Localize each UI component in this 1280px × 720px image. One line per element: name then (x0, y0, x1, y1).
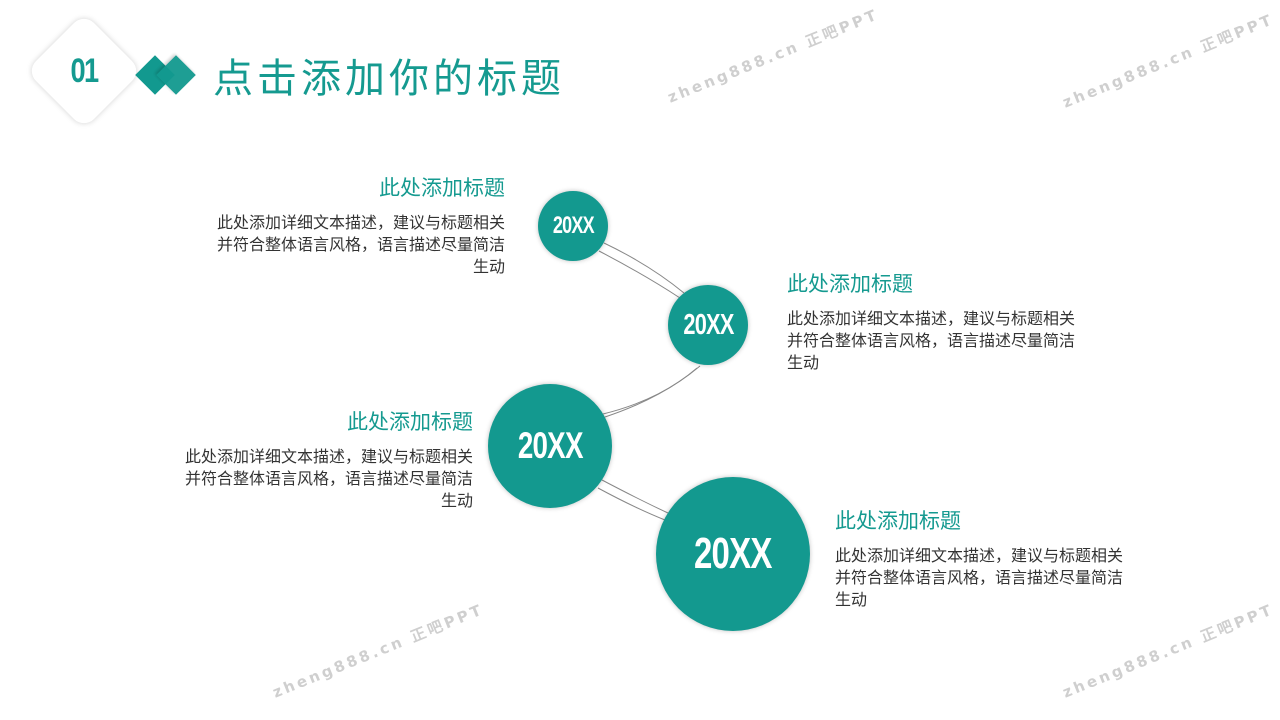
year-circle-4: 20XX (656, 477, 810, 631)
page-title: 点击添加你的标题 (213, 56, 565, 102)
block-description: 此处添加详细文本描述，建议与标题相关并符合整体语言风格，语言描述尽量简洁生动 (787, 309, 1076, 372)
year-circle-3: 20XX (488, 384, 612, 508)
section-number: 01 (70, 52, 99, 90)
block-title: 此处添加标题 (835, 509, 961, 533)
block-description: 此处添加详细文本描述，建议与标题相关并符合整体语言风格，语言描述尽量简洁生动 (835, 546, 1124, 609)
block-title: 此处添加标题 (787, 272, 913, 296)
block-title: 此处添加标题 (347, 410, 473, 434)
text-block-2: 此处添加标题 此处添加详细文本描述，建议与标题相关并符合整体语言风格，语言描述尽… (787, 268, 1077, 374)
block-description: 此处添加详细文本描述，建议与标题相关并符合整体语言风格，语言描述尽量简洁生动 (184, 447, 473, 510)
text-block-4: 此处添加标题 此处添加详细文本描述，建议与标题相关并符合整体语言风格，语言描述尽… (835, 505, 1125, 611)
year-circle-2: 20XX (668, 285, 748, 365)
block-description: 此处添加详细文本描述，建议与标题相关并符合整体语言风格，语言描述尽量简洁生动 (216, 213, 505, 276)
block-title: 此处添加标题 (379, 176, 505, 200)
text-block-3: 此处添加标题 此处添加详细文本描述，建议与标题相关并符合整体语言风格，语言描述尽… (183, 406, 473, 512)
year-circle-1: 20XX (538, 191, 608, 261)
text-block-1: 此处添加标题 此处添加详细文本描述，建议与标题相关并符合整体语言风格，语言描述尽… (215, 172, 505, 278)
